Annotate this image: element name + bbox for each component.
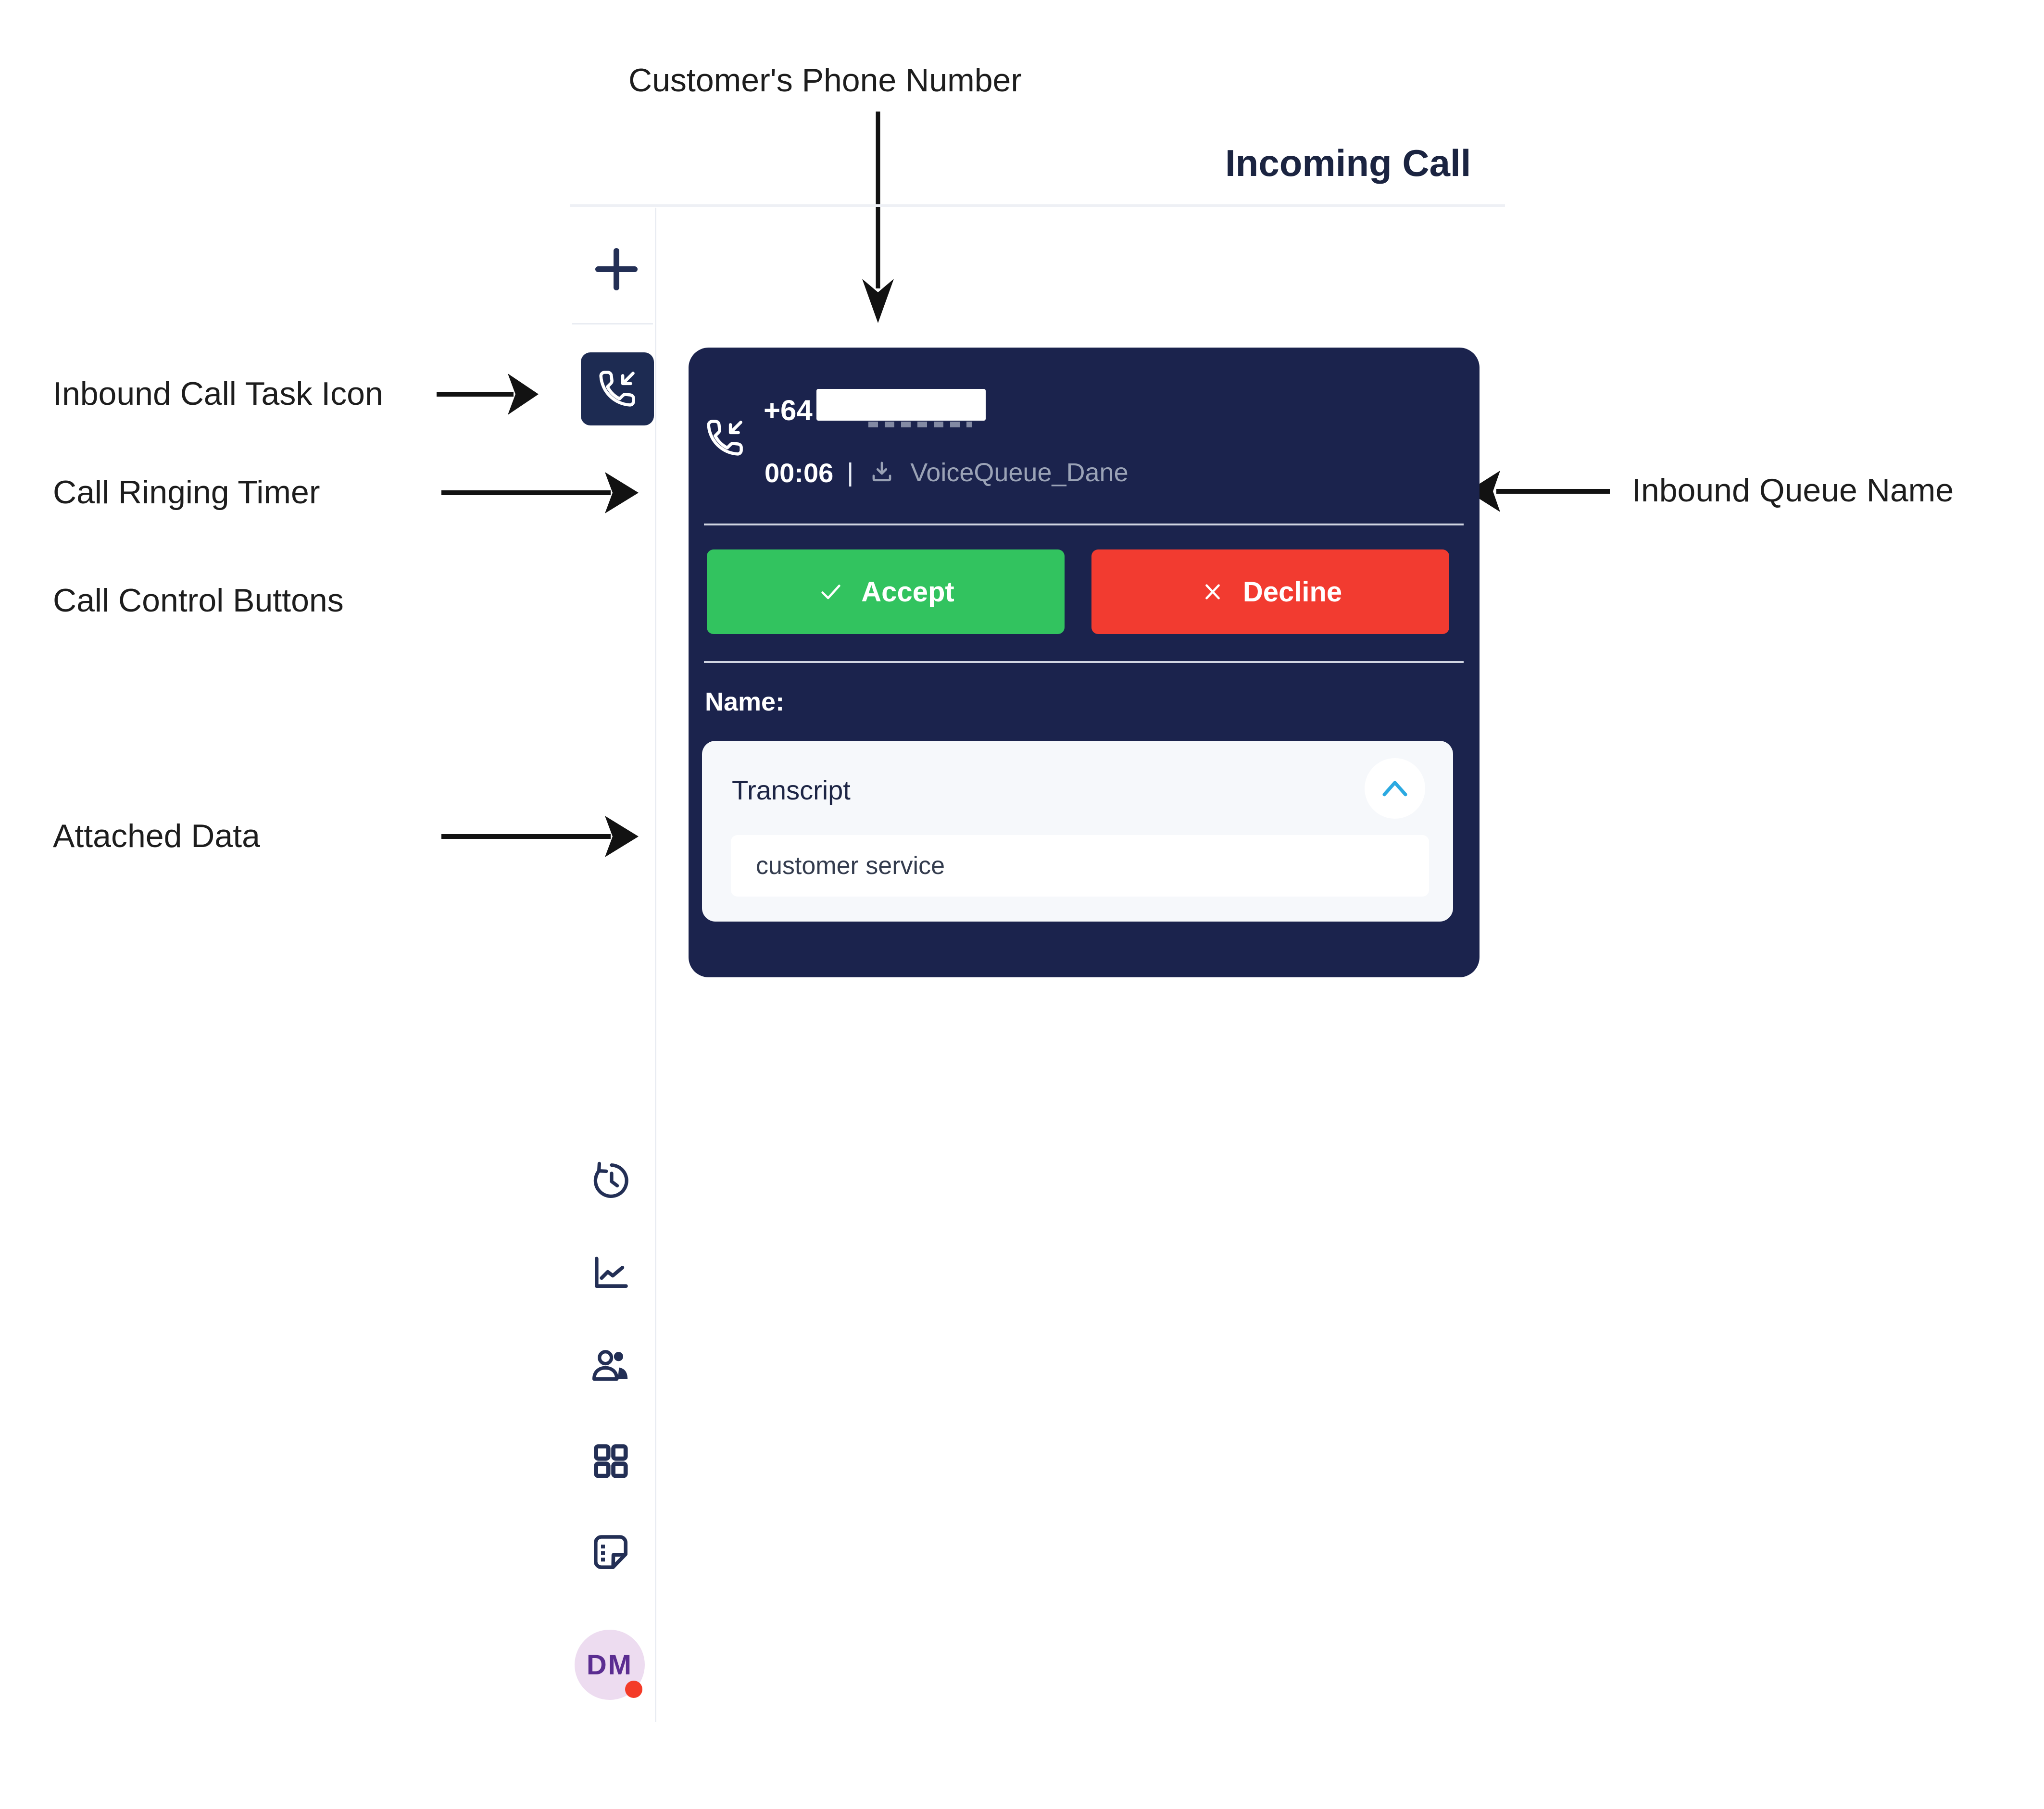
arrow-right-ringing-timer-icon bbox=[441, 472, 639, 513]
card-divider bbox=[704, 524, 1464, 525]
timer-queue-separator: | bbox=[847, 458, 854, 487]
sidebar-section-divider bbox=[572, 323, 653, 324]
inbound-queue-name: VoiceQueue_Dane bbox=[910, 458, 1129, 487]
call-ringing-timer: 00:06 bbox=[765, 457, 834, 488]
arrow-down-customer-phone-icon bbox=[862, 112, 894, 323]
name-label: Name: bbox=[705, 687, 785, 716]
agents-icon bbox=[592, 1350, 628, 1381]
sidebar-item-agents[interactable] bbox=[587, 1342, 635, 1390]
history-icon bbox=[593, 1161, 628, 1198]
annotation-ringing-timer-label: Call Ringing Timer bbox=[53, 474, 320, 511]
transcript-title: Transcript bbox=[732, 775, 851, 805]
decline-button-label: Decline bbox=[1242, 576, 1342, 608]
sidebar-item-apps[interactable] bbox=[587, 1437, 635, 1485]
arrow-right-attached-data-icon bbox=[441, 816, 639, 857]
card-divider bbox=[704, 661, 1464, 663]
annotation-inbound-task-label: Inbound Call Task Icon bbox=[53, 375, 383, 412]
accept-button-label: Accept bbox=[861, 576, 954, 608]
phone-number-redaction bbox=[816, 389, 986, 421]
sidebar-item-history[interactable] bbox=[586, 1157, 634, 1205]
annotation-call-controls-label: Call Control Buttons bbox=[53, 582, 344, 619]
arrow-right-inbound-task-icon bbox=[437, 374, 539, 415]
call-status-row: 00:06 | VoiceQueue_Dane bbox=[765, 457, 1129, 488]
queue-download-icon bbox=[872, 462, 891, 482]
redacted-digits bbox=[868, 422, 972, 427]
accept-button[interactable]: Accept bbox=[707, 549, 1065, 634]
incoming-call-card: +64 00:06 | VoiceQueue_Dane Accept Decli… bbox=[689, 348, 1480, 977]
x-icon bbox=[1205, 584, 1220, 599]
incoming-call-icon bbox=[707, 420, 743, 456]
page-title: Incoming Call bbox=[1225, 142, 1471, 184]
sidebar-divider bbox=[655, 208, 656, 1722]
arrow-left-inbound-queue-icon bbox=[1467, 471, 1610, 512]
attached-data-panel: Transcript customer service bbox=[702, 741, 1453, 922]
plus-icon bbox=[595, 248, 638, 290]
sidebar-item-reports[interactable] bbox=[586, 1249, 634, 1297]
sidebar-item-notes[interactable] bbox=[587, 1528, 635, 1576]
customer-phone-number: +64 bbox=[764, 394, 813, 426]
grid-icon bbox=[594, 1444, 628, 1478]
add-task-button[interactable] bbox=[592, 245, 640, 293]
check-icon bbox=[821, 585, 840, 599]
presence-indicator bbox=[625, 1681, 642, 1698]
incoming-call-icon bbox=[599, 371, 635, 407]
annotation-attached-data-label: Attached Data bbox=[53, 818, 260, 854]
annotation-inbound-queue-label: Inbound Queue Name bbox=[1632, 472, 1954, 509]
collapse-button-halo bbox=[1365, 758, 1425, 819]
inbound-call-task-tab[interactable] bbox=[581, 352, 654, 425]
notes-icon bbox=[594, 1535, 627, 1569]
chart-icon bbox=[595, 1257, 628, 1288]
annotation-customer-phone-label: Customer's Phone Number bbox=[628, 62, 1022, 99]
chevron-up-icon[interactable] bbox=[1379, 775, 1411, 800]
transcript-value: customer service bbox=[756, 852, 945, 880]
decline-button[interactable]: Decline bbox=[1091, 549, 1449, 634]
header-divider bbox=[570, 204, 1505, 207]
transcript-value-field[interactable]: customer service bbox=[731, 835, 1429, 897]
